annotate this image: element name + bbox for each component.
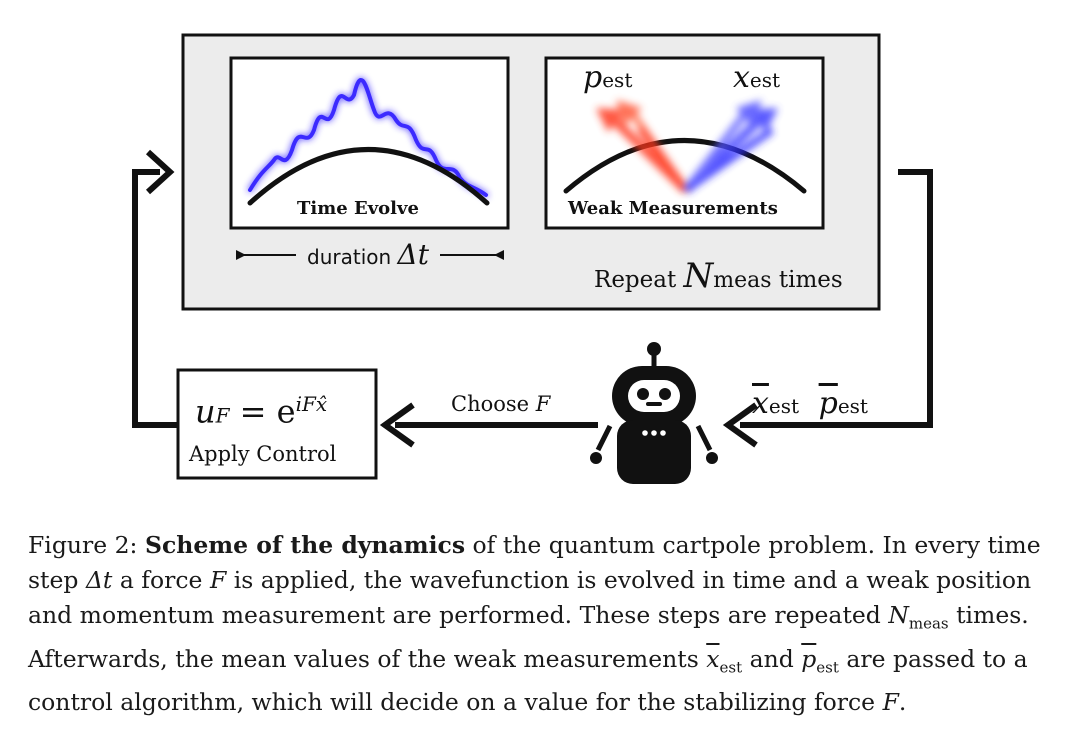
potential-curve-left	[247, 147, 490, 206]
duration-label: duration Δt	[307, 238, 430, 271]
loop-line-left	[132, 169, 180, 428]
mean-estimates-label: xest pest	[752, 386, 868, 421]
p-est-label: pest	[583, 60, 633, 95]
x-est-label: xest	[733, 60, 781, 95]
choose-f-label: Choose F	[451, 392, 551, 416]
robot-icon	[590, 342, 718, 484]
loop-line-right	[740, 169, 933, 428]
caption-bold: Scheme of the dynamics	[144, 531, 466, 559]
weak-measurements-label: Weak Measurements	[568, 198, 778, 219]
repeat-label: Repeat Nmeas times	[594, 256, 843, 296]
wavefunction-curve	[248, 77, 488, 197]
figure-label: Figure 2:	[28, 531, 138, 559]
potential-curve-right	[563, 138, 807, 194]
duration-arrow-right	[494, 250, 504, 260]
p-est-arrows	[596, 100, 690, 194]
duration-arrow-left	[236, 250, 246, 260]
x-est-arrows	[682, 100, 778, 194]
apply-control-label: Apply Control	[189, 442, 337, 466]
control-formula: uF = eiFx̂	[195, 392, 328, 431]
arrowhead-into-control	[379, 402, 415, 448]
control-box	[176, 368, 378, 480]
time-evolve-label: Time Evolve	[297, 198, 419, 219]
arrowhead-into-robot	[722, 402, 758, 448]
time-evolve-box	[229, 56, 510, 230]
figure-caption: Figure 2: Scheme of the dynamics of the …	[28, 531, 1041, 717]
arrowhead-into-panel	[145, 149, 175, 195]
